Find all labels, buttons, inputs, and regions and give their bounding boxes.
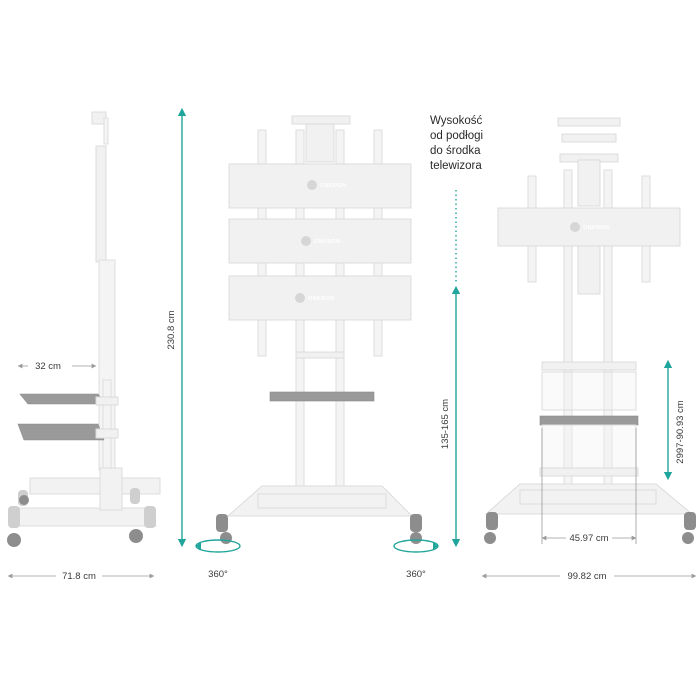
front-caster-right [410, 514, 422, 544]
svg-text:ONKRON: ONKRON [308, 296, 334, 302]
side-upper-shelf [19, 393, 107, 405]
svg-text:od podłogi: od podłogi [430, 130, 483, 142]
tv-mount-plate-bottom: ONKRON [228, 275, 412, 321]
center-height-label: 135-165 cm [440, 399, 451, 449]
side-caster-right [129, 506, 156, 543]
svg-text:ONKRON: ONKRON [583, 225, 609, 231]
inner-width-label: 45.97 cm [569, 533, 608, 544]
right-caster-right [682, 512, 696, 544]
rotation-arrow-right [393, 539, 439, 553]
front-shelf [269, 391, 375, 402]
rotation-left-label: 360° [208, 569, 228, 580]
right-tv-mount-plate: ONKRON [497, 207, 681, 247]
rotation-arrow-left [195, 539, 241, 553]
rotation-right-label: 360° [406, 569, 426, 580]
total-width-label: 99.82 cm [567, 571, 606, 582]
svg-text:ONKRON: ONKRON [314, 239, 340, 245]
shelf-height-label: 2997-90.93 cm [675, 400, 686, 463]
side-depth-label: 71.8 cm [62, 571, 96, 582]
shelf-width-label: 32 cm [35, 361, 61, 372]
height-note: Wysokość od podłogi do środka telewizora [430, 115, 483, 172]
svg-text:do środka: do środka [430, 145, 481, 157]
svg-text:ONKRON: ONKRON [320, 183, 346, 189]
svg-text:telewizora: telewizora [430, 160, 482, 172]
svg-text:Wysokość: Wysokość [430, 115, 483, 127]
side-caster-left [7, 506, 21, 547]
side-view-stand [7, 111, 161, 547]
right-shelf [539, 415, 639, 426]
tv-mount-plate-top: ONKRON [228, 163, 412, 209]
side-caster-back-right [130, 488, 140, 504]
side-caster-back [18, 490, 29, 506]
right-caster-left [484, 512, 498, 544]
total-height-label: 230.8 cm [166, 310, 177, 349]
front-view-stand: ONKRON ONKRON ONKRON [216, 115, 422, 544]
side-lower-shelf [17, 423, 105, 441]
right-view-stand: ONKRON [484, 117, 696, 544]
tv-mount-plate-middle: ONKRON [228, 218, 412, 264]
